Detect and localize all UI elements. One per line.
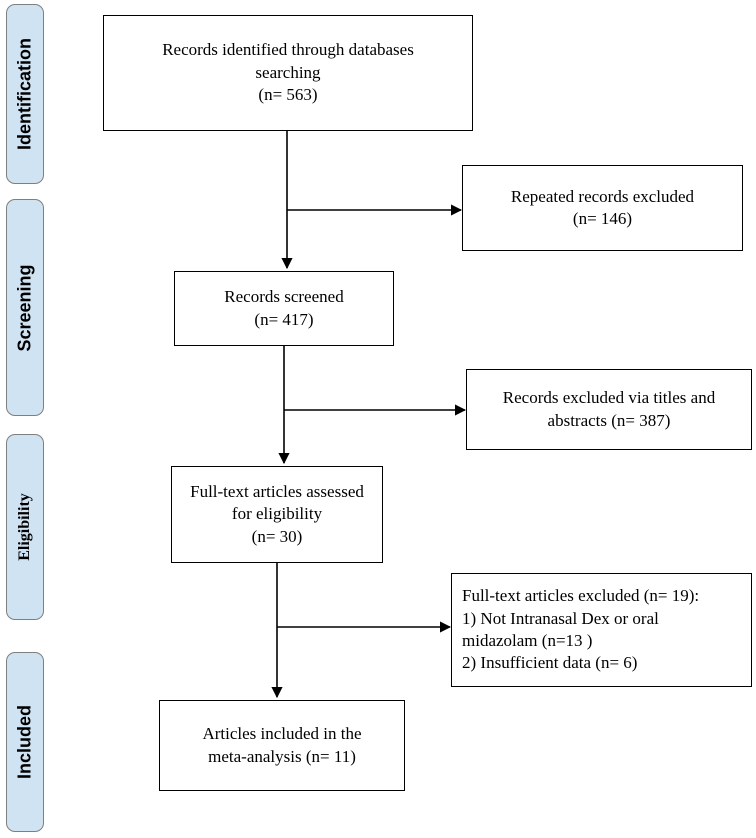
repeated-excluded-line2: (n= 146) <box>572 209 633 228</box>
fulltext-excluded-line3: midazolam (n=13 ) <box>462 631 593 650</box>
box-fulltext-excluded: Full-text articles excluded (n= 19): 1) … <box>451 573 752 687</box>
screened-line1: Records screened <box>224 287 344 307</box>
identified-line1: Records identified through databases <box>162 40 414 60</box>
identified-line2: searching <box>255 62 321 82</box>
fulltext-excluded-line2: 1) Not Intranasal Dex or oral <box>462 608 659 628</box>
screened-line2: (n= 417) <box>254 309 314 329</box>
box-records-identified: Records identified through databases sea… <box>103 15 473 131</box>
fulltext-assessed-line2: for eligibility <box>231 504 323 524</box>
stage-eligibility: Eligibility <box>6 434 44 620</box>
fulltext-assessed-line1: Full-text articles assessed <box>190 481 364 501</box>
box-records-screened: Records screened (n= 417) <box>174 271 394 346</box>
fulltext-excluded-line1: Full-text articles excluded (n= 19): <box>462 586 700 606</box>
repeated-excluded-line1: Repeated records excluded <box>510 186 695 206</box>
box-fulltext-assessed: Full-text articles assessed for eligibil… <box>171 466 383 563</box>
fulltext-excluded-line4: 2) Insufficient data (n= 6) <box>462 653 638 673</box>
box-articles-included: Articles included in the meta-analysis (… <box>159 700 405 791</box>
titles-excluded-line2: abstracts (n= 387) <box>547 410 671 430</box>
stage-included: Included <box>6 652 44 832</box>
included-line1: Articles included in the <box>202 724 362 744</box>
box-repeated-excluded: Repeated records excluded (n= 146) <box>462 165 743 251</box>
box-titles-abstracts-excluded: Records excluded via titles and abstract… <box>466 369 752 450</box>
included-line2: meta-analysis (n= 11) <box>208 746 356 766</box>
stage-screening: Screening <box>6 199 44 416</box>
identified-line3: (n= 563) <box>258 85 318 105</box>
fulltext-assessed-line3: (n= 30) <box>251 526 303 546</box>
stage-identification: Identification <box>6 4 44 184</box>
titles-excluded-line1: Records excluded via titles and <box>502 388 716 408</box>
